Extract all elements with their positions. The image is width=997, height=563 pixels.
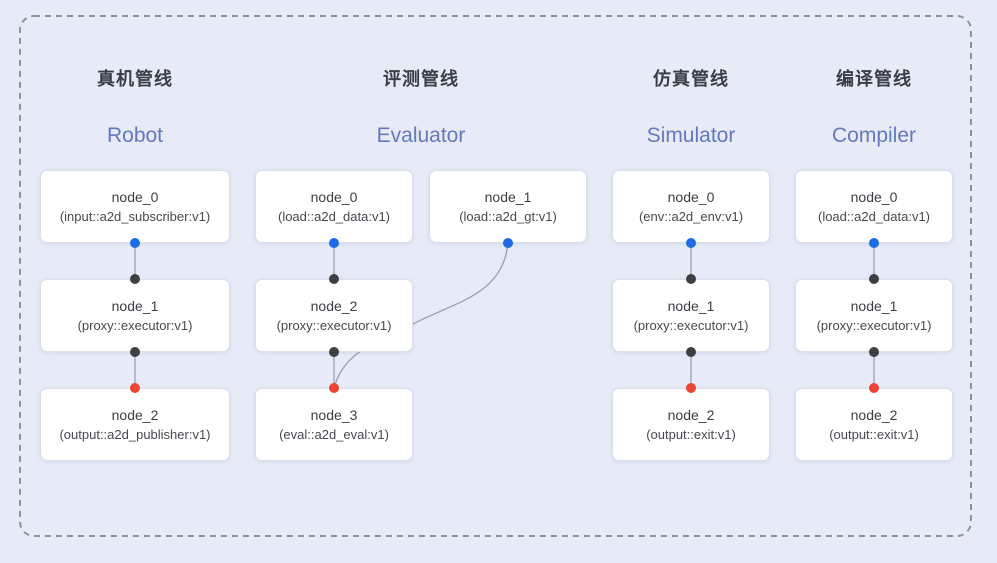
node-name: node_2 [310, 298, 358, 314]
node-box-simulator-node-1: node_1 (proxy::executor:v1) [612, 279, 770, 352]
node-name: node_0 [667, 189, 715, 205]
node-type: (proxy::executor:v1) [633, 318, 749, 333]
node-box-robot-node-2: node_2 (output::a2d_publisher:v1) [40, 388, 230, 461]
node-name: node_2 [667, 407, 715, 423]
node-name: node_0 [310, 189, 358, 205]
node-type: (env::a2d_env:v1) [638, 209, 744, 224]
node-type: (load::a2d_data:v1) [817, 209, 931, 224]
node-box-evaluator-node-2: node_2 (proxy::executor:v1) [255, 279, 413, 352]
edge-curve-gt-to-eval [333, 242, 509, 389]
node-type: (proxy::executor:v1) [276, 318, 392, 333]
node-type: (proxy::executor:v1) [816, 318, 932, 333]
node-type: (input::a2d_subscriber:v1) [59, 209, 211, 224]
node-name: node_0 [111, 189, 159, 205]
pipeline-title-zh-robot: 真机管线 [97, 69, 173, 89]
node-box-compiler-node-1: node_1 (proxy::executor:v1) [795, 279, 953, 352]
node-type: (load::a2d_data:v1) [277, 209, 391, 224]
node-type: (output::a2d_publisher:v1) [59, 427, 211, 442]
node-type: (proxy::executor:v1) [77, 318, 193, 333]
node-type: (output::exit:v1) [646, 427, 736, 442]
node-box-evaluator-node-3: node_3 (eval::a2d_eval:v1) [255, 388, 413, 461]
node-type: (output::exit:v1) [829, 427, 919, 442]
node-box-robot-node-1: node_1 (proxy::executor:v1) [40, 279, 230, 352]
pipeline-title-en-robot: Robot [106, 124, 164, 147]
node-box-compiler-node-0: node_0 (load::a2d_data:v1) [795, 170, 953, 243]
node-name: node_2 [111, 407, 159, 423]
pipeline-title-zh-evaluator: 评测管线 [383, 69, 459, 89]
node-name: node_0 [850, 189, 898, 205]
node-name: node_1 [111, 298, 159, 314]
node-name: node_1 [667, 298, 715, 314]
node-type: (load::a2d_gt:v1) [459, 209, 557, 224]
node-box-simulator-node-2: node_2 (output::exit:v1) [612, 388, 770, 461]
node-name: node_1 [484, 189, 532, 205]
node-box-evaluator-node-1: node_1 (load::a2d_gt:v1) [429, 170, 587, 243]
node-type: (eval::a2d_eval:v1) [279, 427, 389, 442]
node-box-compiler-node-2: node_2 (output::exit:v1) [795, 388, 953, 461]
node-name: node_3 [310, 407, 358, 423]
node-box-robot-node-0: node_0 (input::a2d_subscriber:v1) [40, 170, 230, 243]
node-name: node_1 [850, 298, 898, 314]
node-name: node_2 [850, 407, 898, 423]
pipeline-title-zh-compiler: 编译管线 [836, 69, 912, 89]
node-box-simulator-node-0: node_0 (env::a2d_env:v1) [612, 170, 770, 243]
pipeline-title-en-simulator: Simulator [646, 124, 736, 147]
dashed-frame [19, 15, 972, 537]
pipeline-title-en-evaluator: Evaluator [376, 124, 466, 147]
pipeline-title-zh-simulator: 仿真管线 [653, 69, 729, 89]
pipeline-title-en-compiler: Compiler [831, 124, 917, 147]
node-box-evaluator-node-0: node_0 (load::a2d_data:v1) [255, 170, 413, 243]
